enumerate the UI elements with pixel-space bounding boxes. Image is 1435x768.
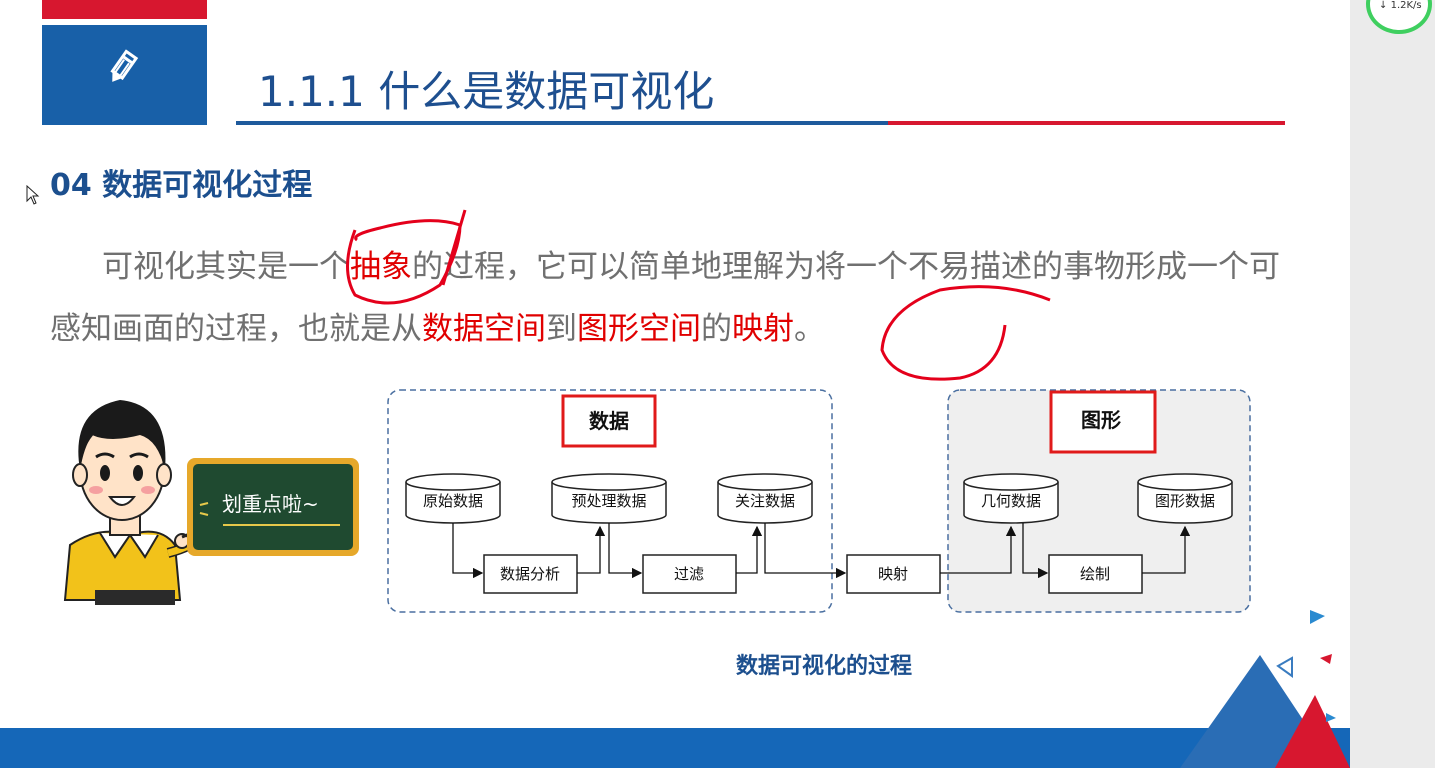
node-geometry-data-label: 几何数据 (981, 492, 1041, 510)
page-title: 1.1.1 什么是数据可视化 (258, 67, 715, 116)
highlight-abstract: 抽象 (350, 249, 412, 285)
footer-blue-bar (0, 728, 1350, 768)
mouse-cursor-icon (26, 185, 40, 205)
title-underline-red (888, 121, 1285, 125)
header-red-block (42, 0, 207, 19)
network-speed-text: ↓ 1.2K/s (1379, 0, 1422, 11)
slide-canvas: 1.1.1 什么是数据可视化 04 数据可视化过程 可视化其实是一个抽象的过程，… (0, 0, 1350, 768)
diagram-caption: 数据可视化的过程 (736, 654, 913, 679)
node-image-data: 图形数据 (1137, 473, 1233, 524)
node-filter: 过滤 (642, 554, 737, 594)
node-raw-data-label: 原始数据 (423, 492, 483, 510)
node-mapping-label: 映射 (878, 565, 908, 583)
node-draw: 绘制 (1048, 554, 1143, 594)
highlight-graphic-space: 图形空间 (577, 311, 701, 347)
node-raw-data: 原始数据 (405, 473, 501, 524)
data-group-label: 数据 (589, 409, 629, 433)
node-focus-data-label: 关注数据 (735, 492, 795, 510)
section-heading: 04 数据可视化过程 (50, 168, 313, 203)
node-data-analysis: 数据分析 (483, 554, 578, 594)
flow-connectors (452, 523, 1191, 579)
para-text-3: 的过程，它可以简单地理解为将一个不易描述的事物形成一个可感知画面的过程，也就是从 (50, 249, 1280, 347)
highlight-data-space: 数据空间 (422, 311, 546, 347)
network-speed-value: 1.2K/s (1390, 0, 1422, 11)
right-side-panel (1350, 0, 1435, 768)
node-mapping: 映射 (846, 554, 941, 594)
node-focus-data: 关注数据 (717, 473, 813, 524)
node-geometry-data: 几何数据 (963, 473, 1059, 524)
corner-triangle-decoration (1180, 610, 1350, 768)
pencil-icon (110, 49, 139, 82)
chalkboard-text: 划重点啦~ (222, 492, 319, 516)
node-preprocessed-data: 预处理数据 (551, 473, 667, 524)
node-draw-label: 绘制 (1080, 565, 1110, 583)
para-text-5: 到 (546, 311, 577, 347)
download-arrow-icon: ↓ (1379, 0, 1388, 11)
visualization-process-diagram: 数据 图形 原始数据 预处理数据 关注数据 几何数据 图形数据 (387, 389, 1251, 613)
node-image-data-label: 图形数据 (1155, 492, 1215, 510)
highlight-mapping: 映射 (732, 311, 794, 347)
node-preprocessed-data-label: 预处理数据 (571, 492, 646, 510)
para-text-9: 。 (794, 311, 825, 347)
node-data-analysis-label: 数据分析 (500, 565, 560, 583)
body-paragraph: 可视化其实是一个抽象的过程，它可以简单地理解为将一个不易描述的事物形成一个可感知… (50, 236, 1290, 360)
cartoon-teacher-illustration (63, 400, 359, 605)
para-text-7: 的 (701, 311, 732, 347)
node-filter-label: 过滤 (674, 565, 704, 583)
graphic-group-label: 图形 (1081, 408, 1121, 432)
para-text-1: 可视化其实是一个 (102, 249, 350, 285)
title-underline-blue (236, 121, 890, 125)
